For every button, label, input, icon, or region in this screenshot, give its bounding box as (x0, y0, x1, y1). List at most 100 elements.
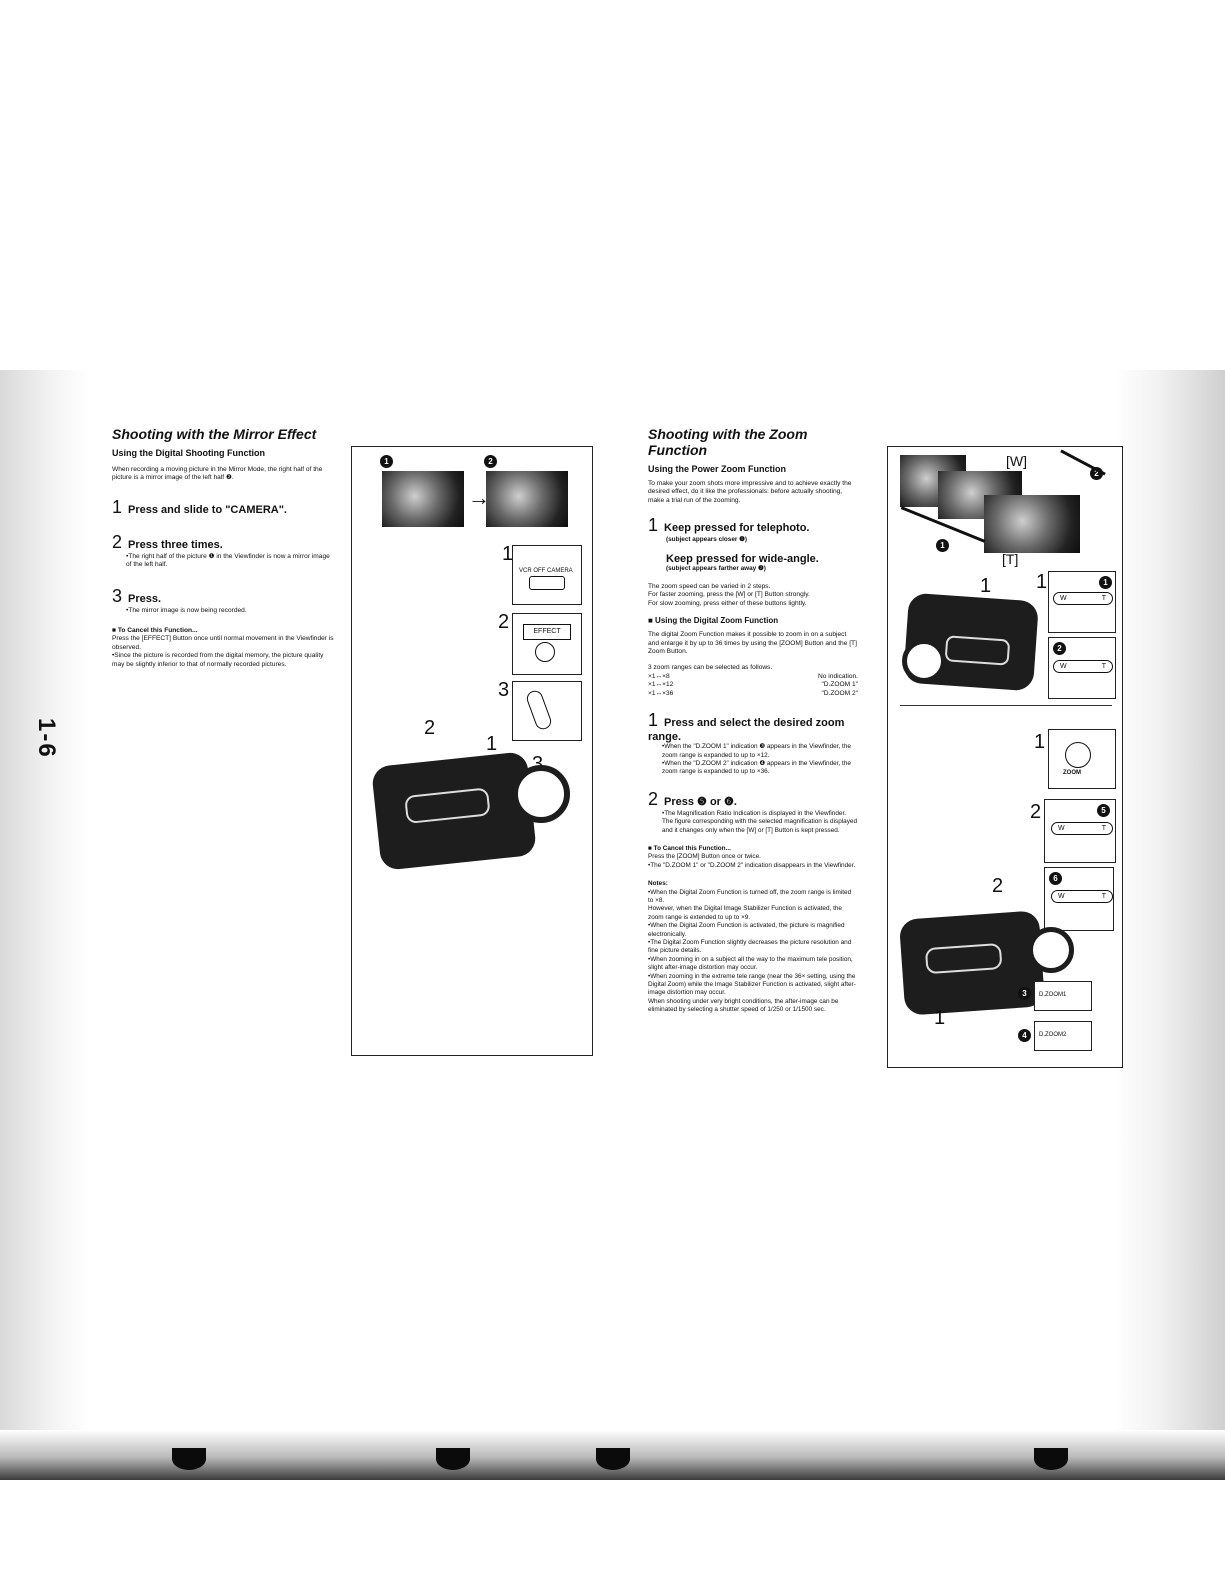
cancel-text: Press the [ZOOM] Button once or twice. (648, 853, 761, 861)
step-text: Press and slide to "CAMERA". (128, 503, 287, 516)
finger-press-icon (1065, 742, 1091, 768)
range-label: ×1↔×12 (648, 681, 674, 689)
badge-2: 2 (1053, 642, 1066, 655)
step-number: 3 (112, 585, 123, 606)
camcorder-panel-icon (404, 787, 491, 824)
zoom-tele-box: 1 W T (1048, 571, 1116, 633)
cancel-title: ■ To Cancel this Function... (112, 627, 198, 635)
w-label: [W] (1006, 453, 1027, 469)
t-key: T (1101, 595, 1106, 602)
finger-press-icon (535, 642, 555, 662)
intro-text: When recording a moving picture in the M… (112, 466, 323, 482)
badge-1: 1 (1099, 576, 1112, 589)
left-column: Shooting with the Mirror Effect Using th… (112, 426, 334, 669)
zoom-illustration-panel: [W] 2 1 [T] 1 1 1 W T 2 W T 1 ZOOM 2 5 W… (887, 446, 1123, 1068)
cam-label-3: 3 (532, 753, 544, 775)
badge-3: 3 (1018, 987, 1031, 1000)
lens-icon (1028, 927, 1074, 973)
arrow-icon: → (468, 485, 490, 510)
scan-edge-left (0, 370, 90, 1480)
mirror-effect-illustration-panel: 1 2 → 1 VCR OFF CAMERA 2 EFFECT 3 2 1 3 (351, 446, 593, 1056)
box-label-1: 1 (1036, 571, 1048, 593)
step-1a-note: (subject appears closer ❶) (666, 536, 748, 544)
t-label: [T] (1002, 551, 1019, 567)
step-1b-note: (subject appears farther away ❷) (666, 564, 766, 572)
range-label: ×1↔×8 (648, 672, 670, 680)
scan-edge-right (1115, 370, 1225, 1480)
notes-title: Notes: (648, 880, 668, 888)
wt-rocker-icon: W T (1051, 890, 1113, 903)
zoom-button-box: ZOOM (1048, 729, 1116, 789)
finger-press-icon (524, 688, 554, 732)
wt-rocker-icon: W T (1051, 822, 1113, 835)
note-item: When shooting under very bright conditio… (648, 997, 839, 1014)
w-key: W (1060, 595, 1067, 602)
digital-step-1-note: •When the "D.ZOOM 2" indication ❹ appear… (662, 759, 851, 776)
lens-icon (902, 639, 946, 683)
page-title: Shooting with the Zoom Function (648, 426, 808, 458)
dzoom2-indicator-box: D.ZOOM2 (1034, 1021, 1092, 1051)
wt-rocker-icon: W T (1053, 592, 1113, 605)
badge-5: 5 (1097, 804, 1110, 817)
t-key: T (1101, 825, 1106, 832)
w-key: W (1058, 893, 1065, 900)
zoom-photo-tele (984, 495, 1080, 553)
w-key: W (1060, 663, 1067, 670)
lower-label-2: 2 (1030, 801, 1042, 823)
step-2-note: •The right half of the picture ❶ in the … (126, 552, 330, 569)
cancel-note: •The "D.ZOOM 1" or "D.ZOOM 2" indication… (648, 861, 856, 869)
viewfinder-photo-mirror (486, 471, 568, 527)
badge-1: 1 (380, 455, 393, 468)
note-item: •When zooming in the extreme tele range … (648, 972, 856, 997)
digital-zoom-title: ■ Using the Digital Zoom Function (648, 616, 779, 626)
record-button-box (512, 681, 582, 741)
step-label-1: 1 (502, 543, 514, 565)
intro-text: To make your zoom shots more impressive … (648, 480, 852, 504)
cancel-note: •Since the picture is recorded from the … (112, 652, 324, 668)
camcorder-panel-icon (924, 942, 1003, 975)
registration-mark (172, 1448, 206, 1470)
badge-4: 4 (1018, 1029, 1031, 1042)
page-number: 1-6 (33, 718, 60, 759)
step-number: 1 (648, 710, 659, 731)
section-divider (900, 705, 1112, 706)
section-subtitle: Using the Digital Shooting Function (112, 448, 265, 458)
section-subtitle: Using the Power Zoom Function (648, 464, 786, 474)
step-text: Press three times. (128, 538, 223, 551)
cam-label-1: 1 (980, 575, 992, 597)
note-item: •When the Digital Zoom Function is turne… (648, 888, 852, 904)
arrow-to-wide-icon (1060, 449, 1106, 476)
effect-button-label: EFFECT (523, 624, 571, 640)
digital-step-2-note: The figure corresponding with the select… (662, 818, 858, 834)
digital-step-1-note: •When the "D.ZOOM 1" indication ❸ appear… (662, 743, 851, 759)
dzoom1-label: D.ZOOM1 (1039, 992, 1067, 998)
lower-label-1: 1 (1034, 731, 1046, 753)
cancel-title: ■ To Cancel this Function... (648, 844, 731, 852)
step-text: Keep pressed for telephoto. (664, 522, 810, 535)
step-label-3: 3 (498, 679, 510, 701)
note-item: •When the Digital Zoom Function is activ… (648, 922, 845, 938)
wt-rocker-icon: W T (1053, 660, 1113, 673)
effect-button-box: EFFECT (512, 613, 582, 675)
dzoom2-label: D.ZOOM2 (1039, 1032, 1067, 1038)
camcorder-illustration (370, 751, 538, 871)
cancel-text: Press the [EFFECT] Button once until nor… (112, 635, 334, 651)
digital-step-2-note: •The Magnification Ratio Indication is d… (662, 809, 847, 817)
badge-6: 6 (1049, 872, 1062, 885)
badge-1: 1 (936, 539, 949, 552)
power-switch-box: VCR OFF CAMERA (512, 545, 582, 605)
step-text: Press ❺ or ❻. (664, 795, 737, 808)
range-value: "D.ZOOM 1" (821, 681, 858, 689)
slide-switch-icon (529, 576, 565, 590)
registration-mark (1034, 1448, 1068, 1470)
cam-label-2: 2 (424, 717, 436, 739)
step-label-2: 2 (498, 611, 510, 633)
ranges-intro: 3 zoom ranges can be selected as follows… (648, 664, 773, 672)
zoom-range-row: ×1↔×12 "D.ZOOM 1" (648, 681, 858, 689)
registration-mark (596, 1448, 630, 1470)
